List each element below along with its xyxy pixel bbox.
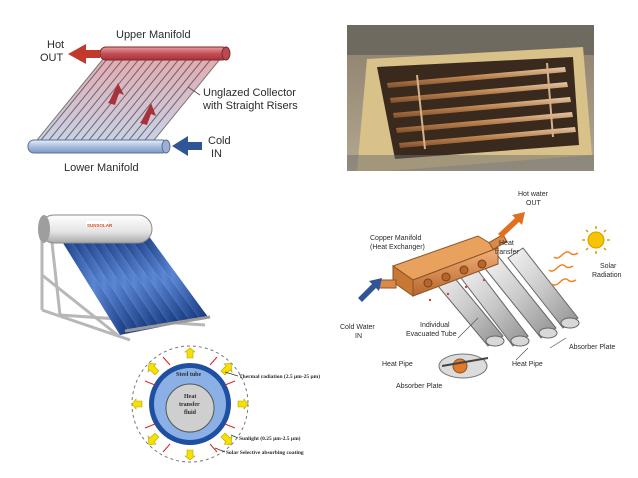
heat-transfer-marks: [428, 278, 486, 302]
risers: [36, 52, 217, 146]
water-heater-drawing: [38, 214, 211, 342]
cold-water-label-line1: Cold Water: [340, 324, 375, 331]
hot-water-label-line1: Hot water: [518, 191, 548, 198]
fluid-label-line2: transfer: [179, 402, 200, 408]
heat-pipe-left-label: Heat Pipe: [382, 361, 413, 368]
hot-out-arrow: [68, 44, 100, 64]
unglazed-collector-drawing: [27, 44, 231, 156]
individual-tube-label-line1: Individual: [420, 322, 450, 329]
upper-manifold-label: Upper Manifold: [116, 29, 191, 41]
individual-tube-label-line2: Evacuated Tube: [406, 331, 457, 338]
solar-radiation-label-line2: Radiation: [592, 272, 622, 279]
solar-radiation-label-line1: Solar: [600, 263, 617, 270]
cold-water-label-line2: IN: [355, 333, 362, 340]
brand-label: SUNSOLAR: [87, 223, 113, 228]
outlet-pipe: [488, 233, 508, 251]
thermal-radiation-arrows: [144, 356, 236, 453]
heat-transfer-label-line1: Heat: [499, 240, 514, 247]
sunlight-label: Sunlight (0.25 µm-2.5 µm): [239, 436, 301, 442]
evacuated-tube-diagram: Hot water OUT Copper Manifold (Heat Exch…: [338, 188, 628, 398]
collector-label-line1: Unglazed Collector: [203, 87, 296, 99]
copper-manifold-label-line1: Copper Manifold: [370, 235, 422, 242]
collector-label-line2: with Straight Risers: [203, 100, 298, 112]
thermal-radiation-label: Thermal radiation (2.5 µm-25 µm): [239, 374, 321, 380]
radiation-arrows: [548, 251, 579, 286]
cold-label-line2: IN: [211, 148, 222, 160]
evacuated-tube-drawing: [358, 212, 610, 379]
sunlight-arrows: [131, 347, 249, 461]
hot-water-arrow: [498, 212, 525, 238]
hot-water-label-line2: OUT: [526, 200, 541, 207]
unglazed-collector-diagram: Upper Manifold Hot OUT Unglazed Collecto…: [20, 25, 310, 185]
copper-risers: [387, 67, 576, 148]
heat-transfer-label-line2: transfer: [495, 249, 519, 256]
collector-photo: [347, 25, 594, 171]
glass-tubes: [432, 247, 579, 347]
sun-icon: [587, 231, 605, 249]
evacuated-tubes: [58, 235, 208, 335]
lower-manifold-label: Lower Manifold: [64, 162, 139, 174]
hot-label-line2: OUT: [40, 52, 64, 64]
solar-water-heater-illustration: SUNSOLAR: [30, 205, 215, 345]
tube-cross-section-diagram: Steel tube Heat transfer fluid Thermal r…: [130, 340, 340, 470]
flow-arrow-right: [140, 103, 156, 125]
fluid-label-line3: fluid: [184, 410, 197, 416]
collector-leader-line: [187, 86, 201, 96]
collector-photo-image: [347, 25, 594, 171]
upper-manifold-pipe: [99, 46, 229, 61]
absorber-plate-right-label: Absorber Plate: [569, 344, 616, 351]
absorber-plate-bottom-label: Absorber Plate: [396, 383, 443, 390]
selective-coating-label: Solar Selective absorbing coating: [226, 450, 304, 456]
copper-manifold-label-line2: (Heat Exchanger): [370, 244, 425, 251]
heat-transfer-fluid: [165, 383, 215, 433]
cold-water-arrow: [358, 278, 382, 302]
steel-tube-label: Steel tube: [176, 372, 202, 378]
flow-arrow-left: [108, 83, 124, 105]
cold-label-line1: Cold: [208, 135, 231, 147]
water-tank: [39, 214, 153, 244]
lower-manifold-pipe: [27, 139, 169, 154]
heat-pipe-right-label: Heat Pipe: [512, 361, 543, 368]
cross-section-drawing: [131, 345, 249, 463]
fluid-label-line1: Heat: [184, 394, 197, 400]
hot-label-line1: Hot: [47, 39, 65, 51]
cold-in-arrow: [172, 136, 202, 156]
